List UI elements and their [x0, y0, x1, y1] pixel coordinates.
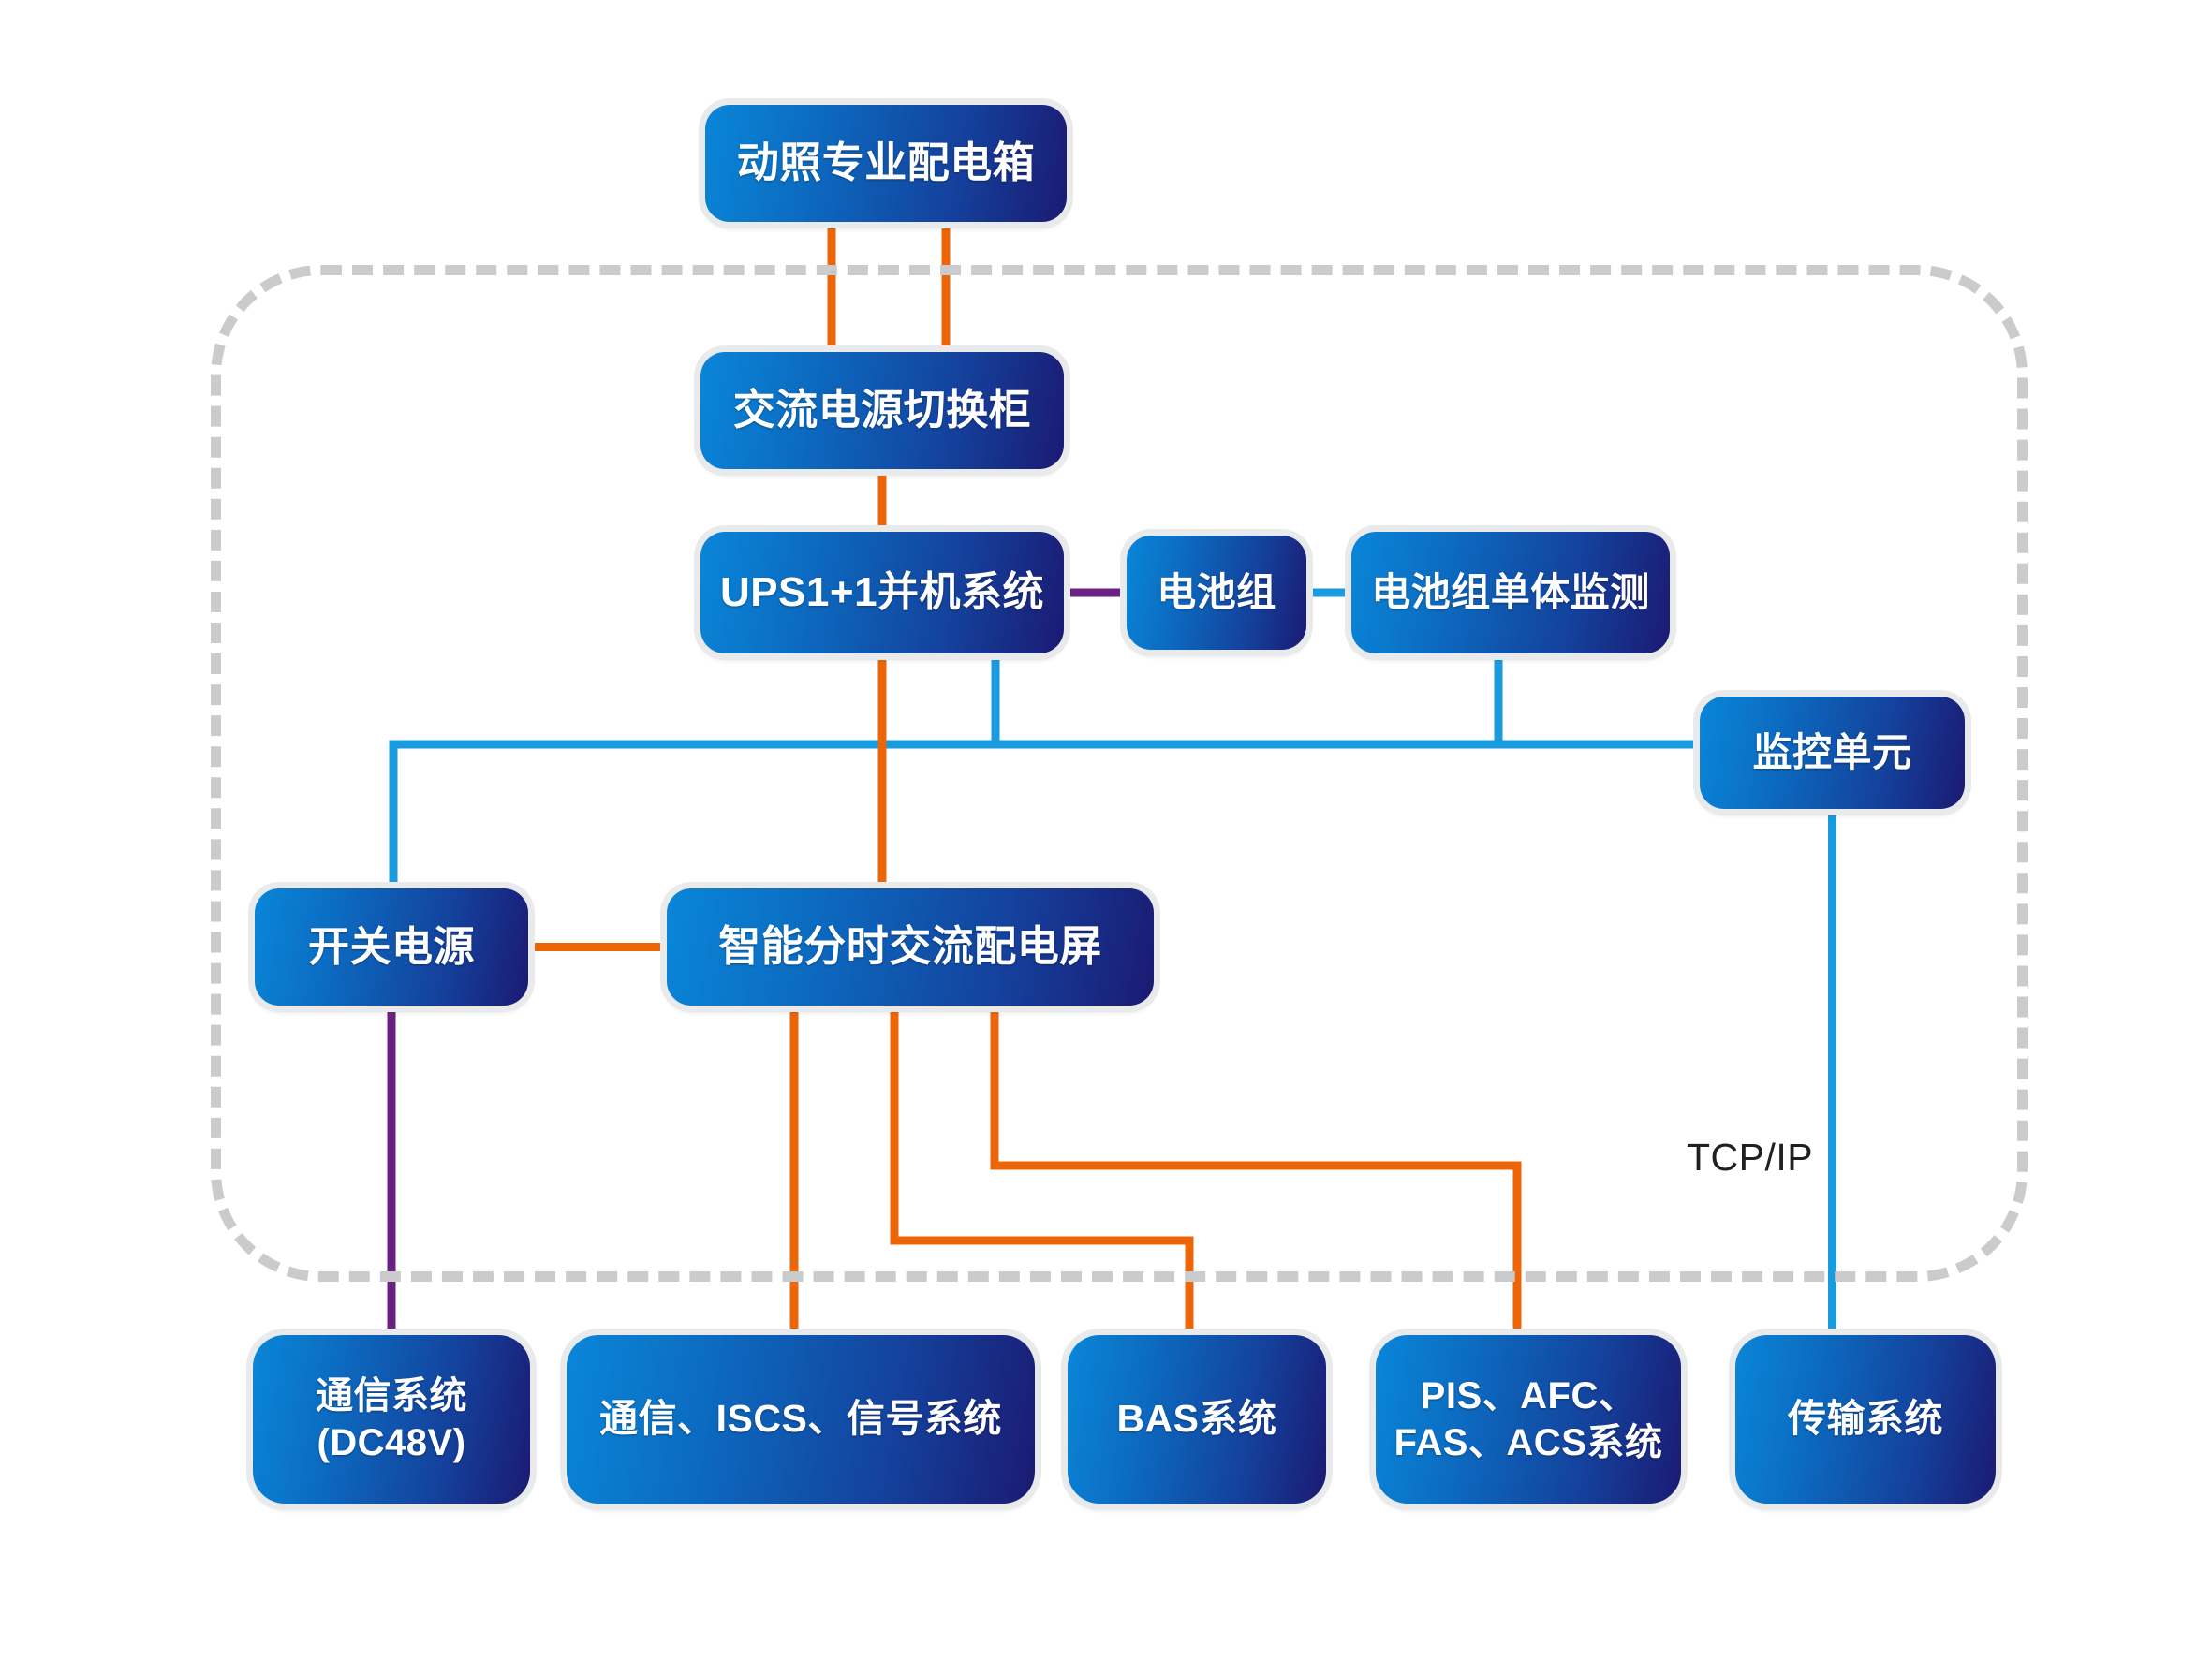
node-ats[interactable]: 交流电源切换柜	[700, 352, 1064, 469]
node-label: 监控单元	[1752, 729, 1912, 774]
node-transport[interactable]: 传输系统	[1735, 1335, 1996, 1504]
node-bas[interactable]: BAS系统	[1068, 1335, 1326, 1504]
node-battery[interactable]: 电池组	[1127, 536, 1306, 650]
node-label: 电池组	[1157, 569, 1276, 614]
node-label: UPS1+1并机系统	[719, 569, 1045, 616]
node-incoming[interactable]: 动照专业配电箱	[705, 105, 1067, 222]
node-comm_dc48[interactable]: 通信系统(DC48V)	[253, 1335, 530, 1504]
node-label: 通信、ISCS、信号系统	[599, 1397, 1002, 1441]
node-label: 传输系统	[1788, 1397, 1943, 1441]
node-monitor[interactable]: 监控单元	[1700, 697, 1965, 809]
node-label: 电池组单体监测	[1371, 569, 1650, 614]
node-label: PIS、AFC、FAS、ACS系统	[1394, 1374, 1663, 1463]
node-bat_mon[interactable]: 电池组单体监测	[1351, 532, 1670, 653]
node-label: 交流电源切换柜	[732, 386, 1032, 434]
node-iscs[interactable]: 通信、ISCS、信号系统	[567, 1335, 1035, 1504]
tcpip-label: TCP/IP	[1687, 1136, 1814, 1179]
node-label: 动照专业配电箱	[736, 139, 1036, 187]
node-pis[interactable]: PIS、AFC、FAS、ACS系统	[1376, 1335, 1681, 1504]
node-switch_psu[interactable]: 开关电源	[255, 888, 528, 1006]
node-label: BAS系统	[1116, 1397, 1277, 1441]
node-label: 智能分时交流配电屏	[718, 922, 1102, 971]
node-label: 开关电源	[308, 923, 475, 970]
node-ups[interactable]: UPS1+1并机系统	[700, 532, 1064, 653]
node-ac_panel[interactable]: 智能分时交流配电屏	[667, 888, 1154, 1006]
node-label: 通信系统(DC48V)	[316, 1374, 467, 1463]
